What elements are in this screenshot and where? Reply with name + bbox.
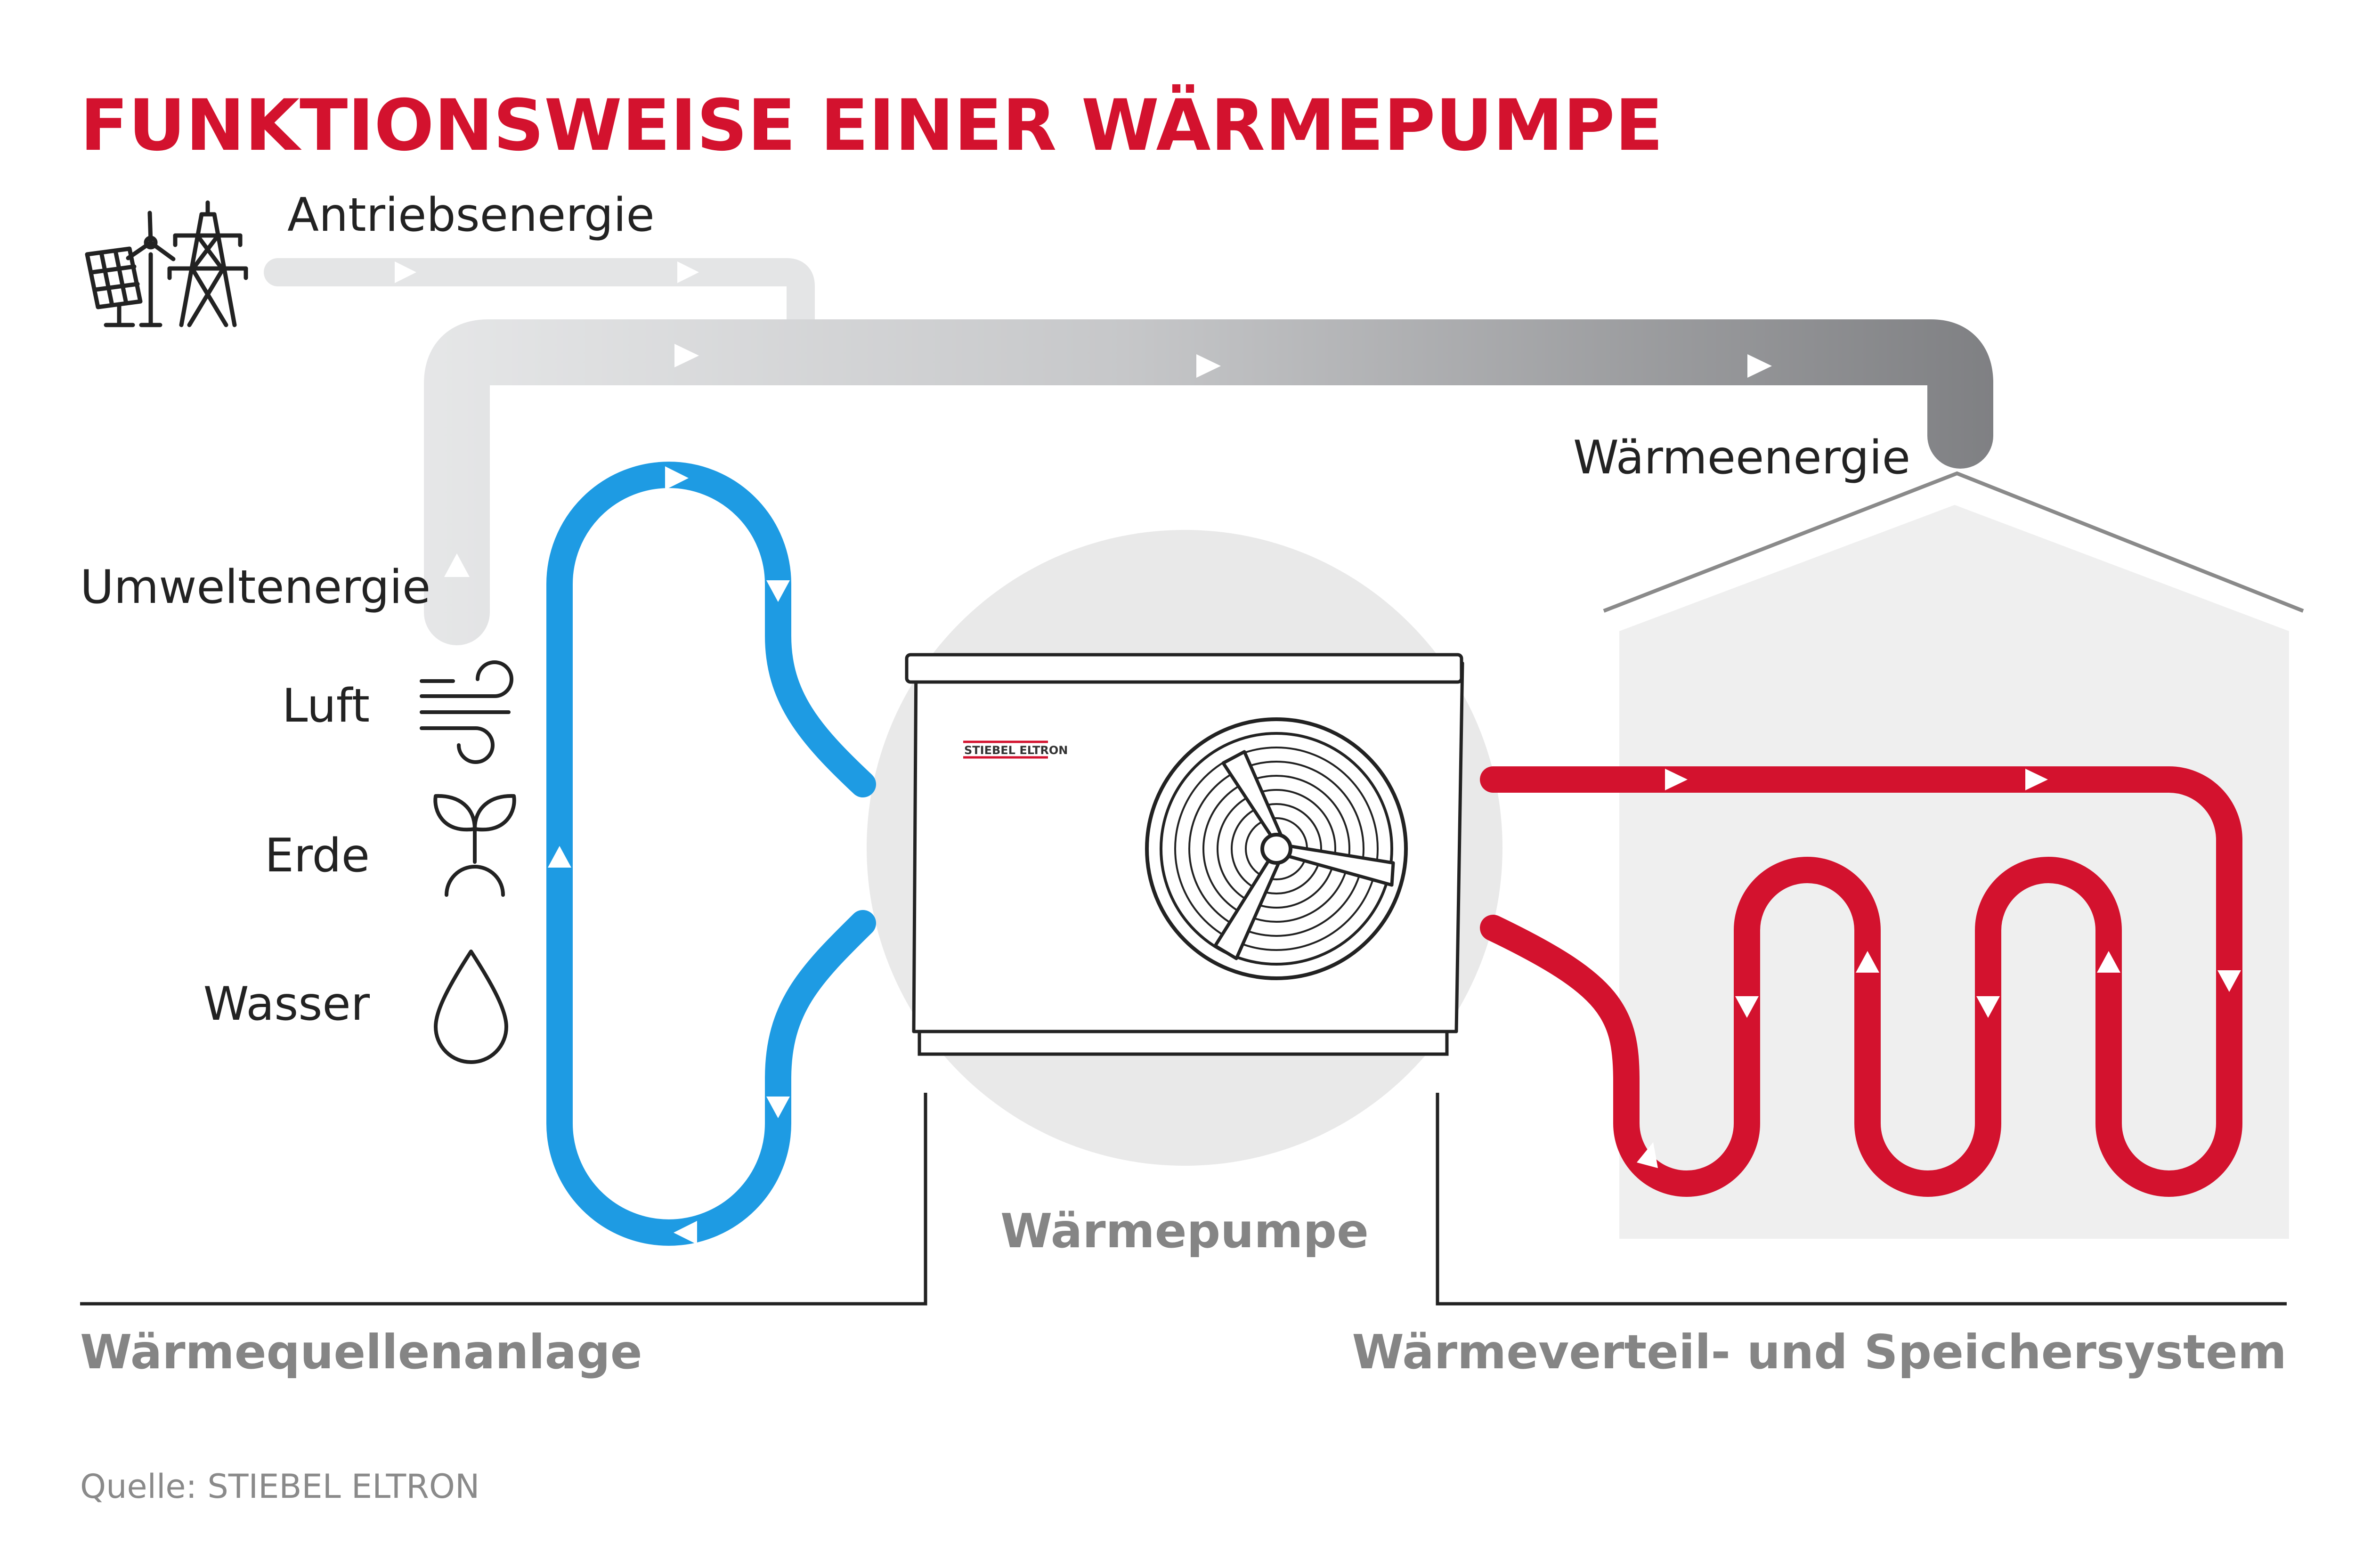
water-label: Wasser (203, 977, 370, 1031)
heat-pump-label: Wärmepumpe (1000, 1203, 1369, 1259)
water-drop-icon (434, 950, 508, 1064)
page-title: FUNKTIONSWEISE EINER WÄRMEPUMPE (80, 84, 1663, 167)
plant-icon (433, 794, 516, 897)
fan-icon (1145, 717, 1408, 980)
solar-wind-pylon-icon (85, 200, 248, 327)
distribution-section-label: Wärmeverteil- und Speichersystem (1352, 1324, 2287, 1380)
drive-energy-pipe (264, 258, 815, 339)
house-shape (1619, 505, 2289, 1239)
earth-label: Erde (265, 829, 370, 883)
house-roof-line (1603, 471, 2304, 613)
source-note: Quelle: STIEBEL ELTRON (80, 1467, 479, 1506)
wind-icon (420, 660, 513, 764)
source-section-bracket (80, 1093, 927, 1306)
heat-pump-unit: STIEBEL ELTRON (905, 653, 1464, 1056)
source-loop (546, 462, 876, 1246)
unit-brand-label: STIEBEL ELTRON (964, 744, 1068, 757)
heat-energy-label: Wärmeenergie (1573, 431, 1910, 485)
source-section-label: Wärmequellenanlage (80, 1324, 642, 1380)
ambient-energy-label: Umweltenergie (80, 561, 430, 614)
distribution-section-bracket (1436, 1093, 2287, 1306)
drive-energy-label: Antriebsenergie (287, 188, 655, 242)
heating-loop (1480, 766, 2242, 1197)
heating-loop-arrows (1637, 769, 2241, 1168)
source-loop-arrows (548, 466, 790, 1244)
energy-flow-arrows (395, 261, 1772, 577)
ambient-heat-pipe (424, 319, 1993, 645)
air-label: Luft (282, 679, 370, 733)
